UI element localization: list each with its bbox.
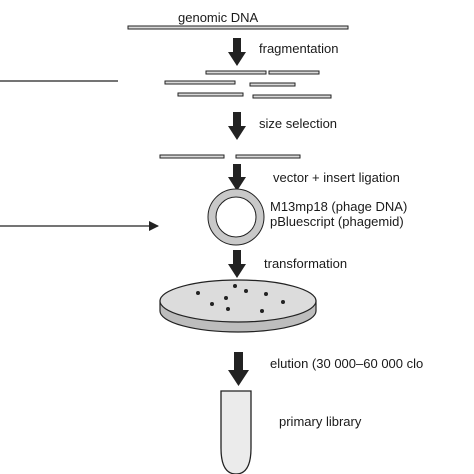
label-transformation: transformation	[264, 256, 348, 271]
colony	[233, 284, 237, 288]
label-genomic-dna: genomic DNA	[178, 10, 259, 25]
dna-fragment	[164, 80, 236, 85]
bacterial-colonies	[196, 284, 285, 313]
colony	[226, 307, 230, 311]
arrow-down-icon	[228, 164, 246, 191]
colony	[260, 309, 264, 313]
dna-fragment	[249, 82, 296, 87]
arrow-down-icon	[228, 250, 246, 278]
genomic-dna-strand	[127, 25, 349, 30]
label-size-selection: size selection	[259, 116, 338, 131]
dna-fragment	[235, 154, 301, 159]
colony	[244, 289, 248, 293]
colony	[281, 300, 285, 304]
colony	[264, 292, 268, 296]
dna-fragment	[177, 92, 244, 97]
label-vector-pbluescript: pBluescript (phagemid)	[270, 214, 404, 229]
dna-fragment	[205, 70, 267, 75]
colony	[196, 291, 200, 295]
selected-fragments	[159, 154, 301, 159]
dna-fragment	[268, 70, 320, 75]
dna-fragments	[164, 70, 332, 99]
label-fragmentation: fragmentation	[259, 41, 339, 56]
label-vector-m13mp18: M13mp18 (phage DNA)	[270, 199, 408, 214]
colony	[210, 302, 214, 306]
arrow-down-icon	[228, 38, 246, 66]
label-primary-library: primary library	[279, 414, 362, 429]
label-elution: elution (30 000–60 000 clo	[270, 356, 424, 371]
arrow-down-icon	[228, 352, 249, 386]
plasmid-vector	[207, 188, 265, 246]
colony	[224, 296, 228, 300]
label-ligation: vector + insert ligation	[273, 170, 400, 185]
petri-dish	[159, 279, 317, 333]
arrow-down-icon	[228, 112, 246, 140]
test-tube	[220, 390, 252, 474]
dna-fragment	[159, 154, 225, 159]
dna-fragment	[252, 94, 332, 99]
